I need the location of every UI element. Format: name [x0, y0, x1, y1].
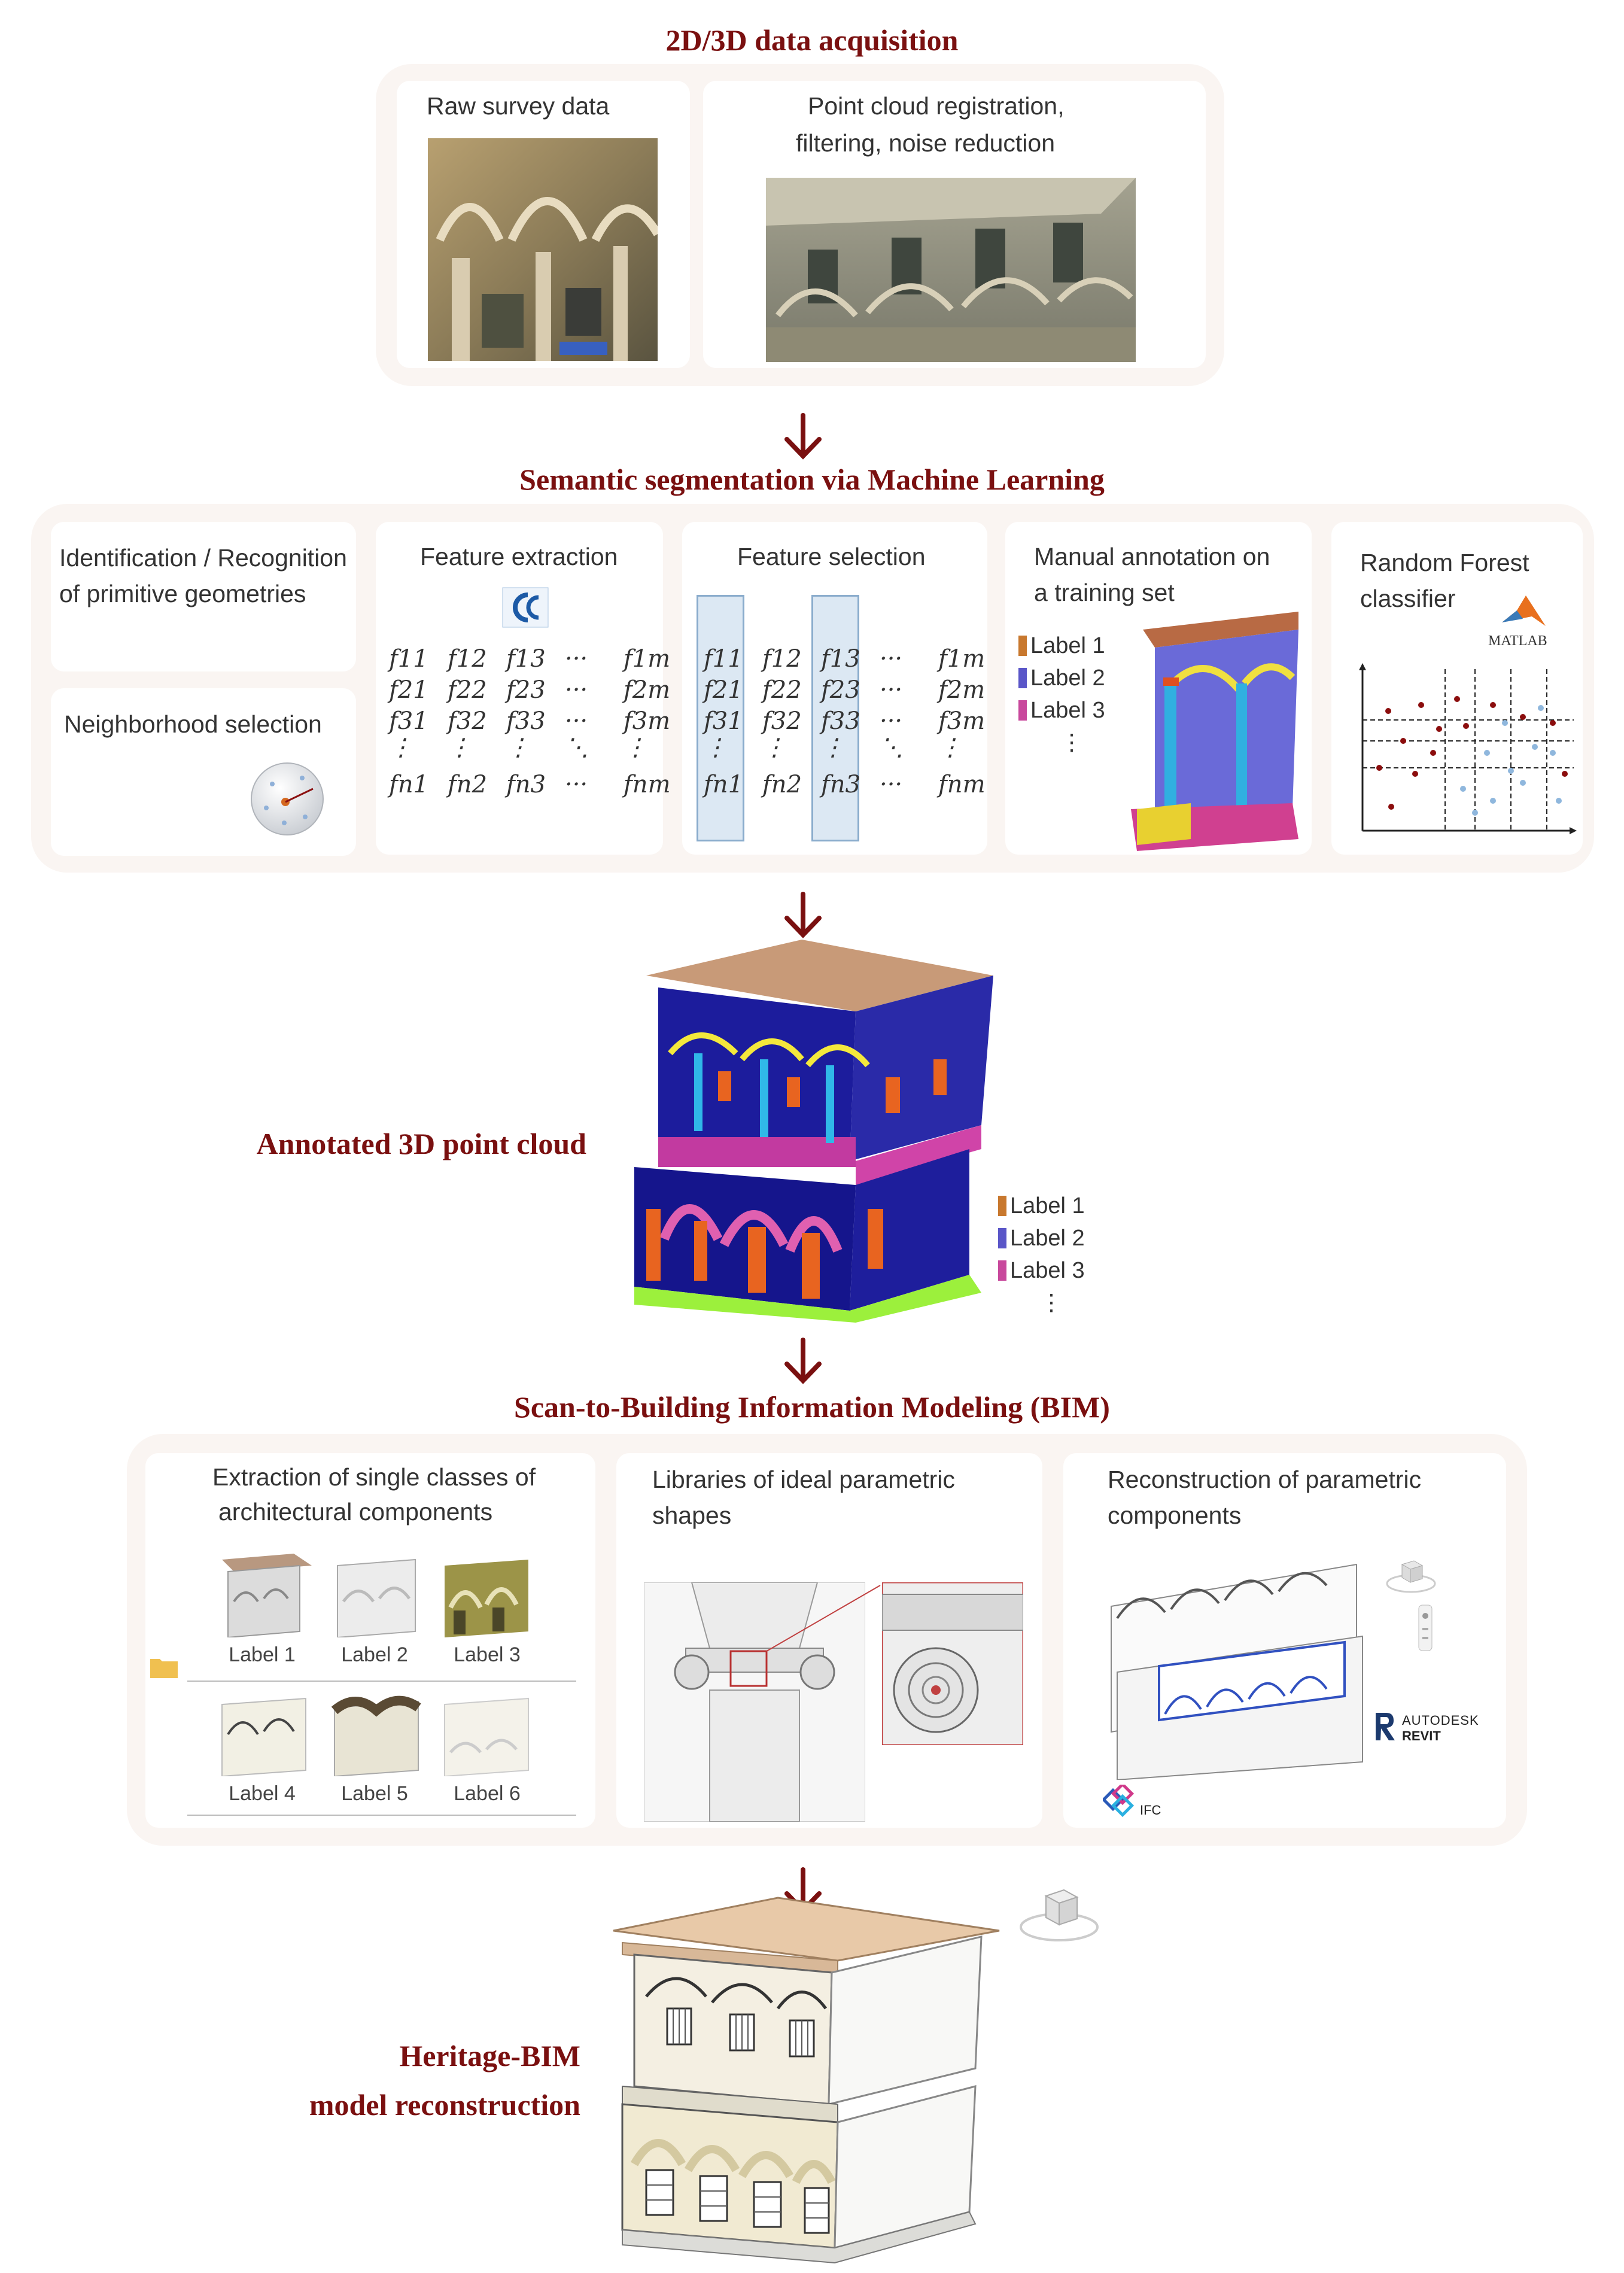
parametric-components-drawing — [1111, 1563, 1363, 1780]
libraries-label-line2: shapes — [652, 1502, 732, 1529]
arrow-down-icon — [784, 413, 822, 460]
scan-to-bim-title: Scan-to-Building Information Modeling (B… — [514, 1390, 1110, 1424]
thumb-label: Label 2 — [341, 1643, 408, 1666]
thumb-label: Label 4 — [229, 1782, 296, 1805]
reconstruction-label-line2: components — [1108, 1502, 1242, 1529]
neighborhood-label: Neighborhood selection — [64, 710, 322, 738]
revit-logo-icon — [1376, 1713, 1395, 1740]
rf-label-line1: Random Forest — [1360, 549, 1529, 576]
reconstruction-card: Reconstruction of parametric components … — [1063, 1453, 1506, 1828]
thumbnail-label-4 — [221, 1697, 306, 1776]
legend-item: Label 2 — [998, 1222, 1085, 1254]
thumbnail-label-5 — [331, 1695, 421, 1776]
neighborhood-sphere-icon — [251, 762, 324, 835]
thumb-divider — [187, 1681, 576, 1682]
rf-label-line2: classifier — [1360, 585, 1456, 612]
arrow-down-icon — [784, 1338, 822, 1384]
arrow-down-icon — [784, 892, 822, 938]
legend-item: Label 1 — [998, 1190, 1085, 1222]
libraries-label-line1: Libraries of ideal parametric — [652, 1466, 955, 1493]
hbim-title-line2: model reconstruction — [309, 2088, 580, 2122]
thumb-label: Label 6 — [454, 1782, 521, 1805]
raw-survey-card: Raw survey data — [397, 81, 690, 368]
registration-card: Point cloud registration, filtering, noi… — [703, 81, 1206, 368]
annotated-building-cloud — [634, 940, 993, 1323]
ifc-label: IFC — [1140, 1803, 1161, 1818]
ifc-logo-icon — [1103, 1785, 1135, 1818]
extraction-label-line2: architectural components — [218, 1498, 493, 1526]
legend-item: Label 2 — [1018, 662, 1105, 694]
thumb-label: Label 5 — [341, 1782, 408, 1805]
legend-more: ⋮ — [1060, 730, 1083, 755]
thumb-divider — [187, 1815, 576, 1816]
viewcube-icon — [1020, 1889, 1099, 1941]
raw-survey-label: Raw survey data — [427, 92, 610, 120]
registration-label-line2: filtering, noise reduction — [796, 129, 1056, 157]
ionic-capital-model — [644, 1582, 865, 1822]
feature-extraction-label: Feature extraction — [420, 543, 618, 570]
identification-label-line2: of primitive geometries — [59, 580, 306, 607]
annotation-legend: Label 1 Label 2 Label 3 ⋮ — [1018, 630, 1105, 759]
raw-survey-photo — [428, 138, 658, 361]
revit-label: REVIT — [1402, 1728, 1441, 1743]
thumbnail-label-3 — [445, 1560, 528, 1637]
hbim-title-line1: Heritage-BIM — [399, 2039, 580, 2073]
selected-column-3 — [811, 595, 859, 841]
selected-column-1 — [697, 595, 744, 841]
thumb-label: Label 3 — [454, 1643, 521, 1666]
extraction-label-line1: Extraction of single classes of — [212, 1463, 536, 1491]
annotation-label-line2: a training set — [1034, 579, 1175, 606]
legend-item: Label 3 — [1018, 694, 1105, 727]
legend-item: Label 3 — [998, 1254, 1085, 1287]
neighborhood-card: Neighborhood selection — [51, 688, 356, 856]
annotated-training-cloud — [1131, 612, 1298, 851]
annotation-card: Manual annotation on a training set Labe… — [1005, 522, 1312, 855]
feature-selection-label: Feature selection — [737, 543, 926, 570]
zoom-callout-line — [766, 1585, 881, 1652]
folder-icon — [150, 1659, 178, 1678]
identification-card: Identification / Recognition of primitiv… — [51, 522, 356, 671]
hbim-model — [613, 1897, 1000, 2264]
registration-label-line1: Point cloud registration, — [808, 92, 1065, 120]
autodesk-label: AUTODESK — [1402, 1713, 1479, 1728]
matlab-logo-icon — [1502, 595, 1546, 626]
libraries-card: Libraries of ideal parametric shapes — [616, 1453, 1042, 1828]
extraction-card: Extraction of single classes of architec… — [145, 1453, 595, 1828]
cloudcompare-logo-icon — [502, 587, 549, 628]
legend-more: ⋮ — [1040, 1290, 1063, 1315]
legend-item: Label 1 — [1018, 630, 1105, 662]
thumbnail-label-1 — [222, 1554, 312, 1637]
random-forest-card: Random Forest classifier MATLAB — [1331, 522, 1583, 855]
matlab-label: MATLAB — [1488, 633, 1547, 649]
thumbnail-label-2 — [337, 1558, 416, 1637]
annotation-label-line1: Manual annotation on — [1034, 543, 1270, 570]
rf-scatter-plot — [1359, 663, 1577, 834]
viewcube-icon — [1386, 1560, 1436, 1593]
cloud-legend: Label 1 Label 2 Label 3 ⋮ — [998, 1190, 1085, 1319]
thumbnail-label-6 — [444, 1697, 529, 1776]
reconstruction-label-line1: Reconstruction of parametric — [1108, 1466, 1422, 1493]
navigation-bar-icon — [1418, 1605, 1433, 1651]
annotated-cloud-title: Annotated 3D point cloud — [256, 1127, 587, 1160]
thumb-label: Label 1 — [229, 1643, 296, 1666]
registered-point-cloud — [766, 178, 1136, 362]
capital-detail-zoom — [882, 1582, 1023, 1745]
hbim-title: Heritage-BIM model reconstruction — [215, 2031, 580, 2129]
identification-label-line1: Identification / Recognition — [59, 544, 347, 572]
acquisition-title: 2D/3D data acquisition — [665, 23, 959, 57]
segmentation-title: Semantic segmentation via Machine Learni… — [519, 463, 1105, 496]
